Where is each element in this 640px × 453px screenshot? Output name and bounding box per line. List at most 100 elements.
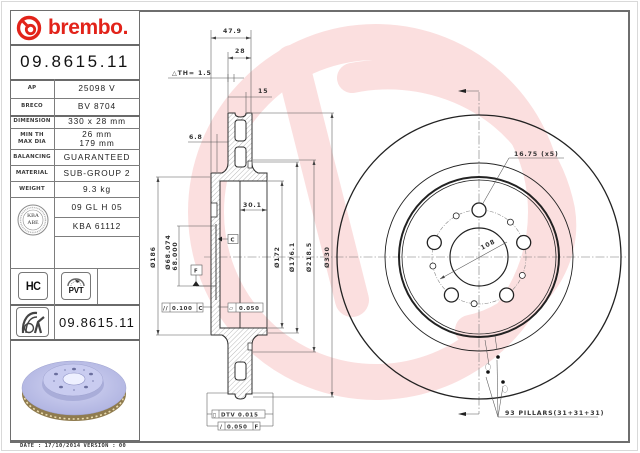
tolerance-flatness: ▱ 0.050 [227, 302, 264, 313]
pvt-icon [67, 277, 85, 286]
spec-label-min-th: MIN TH [20, 131, 44, 138]
divider [54, 236, 140, 237]
bolt-circle [431, 209, 527, 305]
dim-hat-offset: 6.8 [189, 134, 203, 141]
spec-label-balancing: BALANCING [13, 153, 51, 160]
friction-inner-circle [384, 162, 574, 352]
footer-version: 00 [118, 443, 127, 449]
bolt-holes [426, 202, 532, 303]
spec-value-balancing: GUARANTEED [63, 151, 131, 162]
section-arrow-bottom-icon [458, 412, 466, 416]
hat-outer-circle [398, 176, 560, 338]
dim-center-bore-max: Ø68.074 [164, 234, 172, 269]
dim-dia-186: Ø186 [149, 246, 157, 268]
tolerance-parallelism: // 0.100 C [161, 302, 204, 313]
datum-f: F [190, 264, 203, 286]
divider [10, 128, 140, 129]
svg-text:0.050: 0.050 [227, 425, 248, 431]
spec-label-min-max: MIN TH MAX DIA [10, 128, 54, 149]
divider [10, 165, 140, 166]
spec-label-breco: BRECO [21, 103, 43, 109]
divider [10, 115, 140, 117]
front-view [336, 89, 622, 418]
spec-label-max-dia: MAX DIA [18, 138, 46, 145]
dim-hat-depth: 30.1 [243, 202, 262, 209]
spec-value-breco: BV 8704 [77, 101, 117, 112]
tolerance-dtv: ▯ DTV 0.015 [211, 409, 266, 419]
dim-dia-218-5: Ø218.5 [305, 242, 313, 272]
kba-number: KBA 61112 [72, 221, 122, 232]
divider [54, 217, 140, 218]
svg-text:0.100: 0.100 [172, 306, 193, 312]
dim-bolt-holes: 16.75 (x5) [514, 151, 559, 158]
dim-overall-width: 47.9 [223, 28, 242, 35]
spec-label-dimension: DIMENSION [13, 118, 51, 124]
divider [10, 98, 140, 99]
dimension-lines [156, 30, 334, 427]
pvt-badge: PVT [61, 272, 91, 300]
hc-badge: HC [18, 272, 48, 300]
svg-text:0.050: 0.050 [239, 306, 260, 312]
pin-holes [429, 212, 526, 308]
column-divider [54, 79, 55, 339]
dim-dia-172: Ø172 [273, 246, 281, 268]
brand-header: brembo. [11, 11, 139, 44]
footer-date: 17/10/2014 [44, 443, 81, 449]
svg-text:DTV 0.015: DTV 0.015 [221, 413, 259, 419]
divider [10, 268, 140, 269]
spec-value-ap: 25098 V [78, 83, 116, 94]
spec-label-ap: AP [27, 85, 37, 91]
dim-delta-th: △TH= 1.5 [172, 70, 212, 77]
svg-text:F: F [255, 425, 259, 431]
vent-holes [234, 119, 247, 381]
divider [10, 197, 140, 198]
kba-abe-badge-icon: KBA ABE [17, 204, 49, 236]
disc-caliper-icon [16, 307, 49, 337]
svg-text:/: / [220, 425, 223, 431]
divider [10, 339, 140, 341]
outer-diameter-circle [336, 114, 622, 400]
spec-value-weight: 9.3 kg [82, 183, 111, 194]
section-arrow-top-icon [458, 89, 466, 93]
brand-name: brembo. [48, 16, 129, 39]
section-view: 47.9 28 △TH= 1.5 15 6.8 30.1 Ø186 Ø68.07… [149, 28, 334, 431]
hc-icon: HC [25, 279, 41, 293]
svg-text:C: C [231, 238, 236, 244]
divider [10, 181, 140, 182]
dim-thickness: 28 [235, 48, 245, 55]
spec-value-max-dia: 179 mm [79, 137, 115, 148]
spec-value-dimension: 330 x 28 mm [68, 116, 126, 127]
spec-value-min-th: 26 mm [82, 129, 112, 139]
svg-text://: // [163, 306, 168, 312]
pillar-markers [486, 355, 505, 384]
center-bore [449, 227, 509, 287]
spec-value-material: SUB-GROUP 2 [63, 167, 131, 178]
svg-text:C: C [199, 306, 204, 312]
product-part-number: 09.8615.11 [58, 314, 136, 330]
dim-pillars: 93 PILLARS(31+31+31) [505, 410, 604, 417]
svg-text:F: F [194, 269, 198, 275]
brembo-logo-icon [16, 15, 42, 40]
part-number: 09.8615.11 [20, 52, 130, 71]
divider [10, 44, 140, 46]
divider [10, 79, 140, 81]
dim-dia-330: Ø330 [323, 246, 331, 268]
kba-code: 09 GL H 05 [71, 201, 123, 212]
svg-text:▱: ▱ [229, 306, 234, 312]
divider [10, 149, 140, 150]
spec-label-weight: WEIGHT [19, 185, 45, 192]
spec-value-min-max: 26 mm 179 mm [54, 128, 140, 149]
divider [10, 304, 140, 306]
tolerance-runout: / 0.050 F [217, 421, 261, 431]
datum-c: C [218, 234, 239, 244]
svg-text:▯: ▯ [213, 413, 217, 419]
spec-label-material: MATERIAL [15, 169, 49, 176]
dim-dia-176-1: Ø176.1 [288, 242, 296, 272]
dim-vent-width: 15 [258, 88, 268, 95]
dim-center-bore-min: 68.000 [172, 241, 179, 270]
column-divider [97, 268, 98, 304]
